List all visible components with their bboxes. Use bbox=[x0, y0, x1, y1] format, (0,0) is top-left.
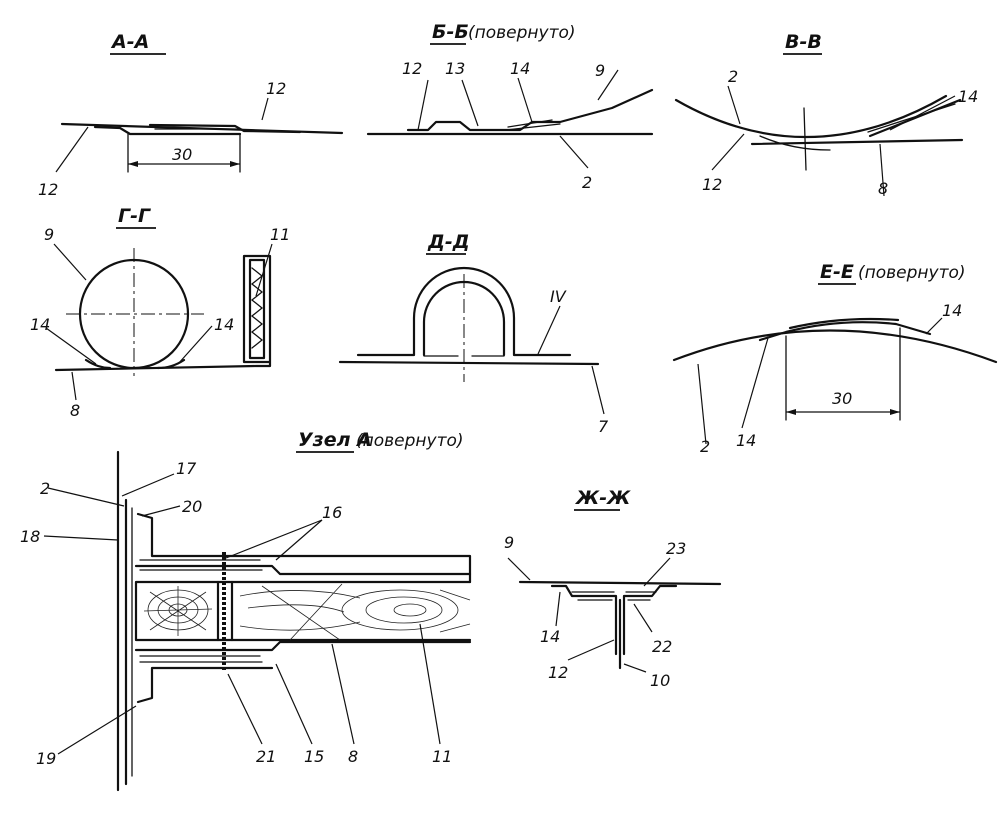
section-bb-title: Б-Б bbox=[432, 21, 469, 43]
label-node-11: 11 bbox=[432, 747, 452, 766]
section-zhzh: Ж-Ж 9 23 14 22 12 10 bbox=[504, 487, 722, 690]
label-bb-12: 12 bbox=[402, 59, 422, 78]
label-gg-9: 9 bbox=[44, 225, 54, 244]
label-bb-13: 13 bbox=[445, 59, 465, 78]
label-node-16: 16 bbox=[322, 503, 342, 522]
label-vv-14: 14 bbox=[958, 87, 978, 106]
section-ee-subtitle: (повернуто) bbox=[858, 263, 966, 283]
label-gg-14-right: 14 bbox=[214, 315, 234, 334]
section-gg: Г-Г 9 11 14 14 8 bbox=[30, 205, 290, 420]
label-node-20: 20 bbox=[182, 497, 202, 516]
section-zhzh-title: Ж-Ж bbox=[574, 487, 631, 509]
section-gg-title: Г-Г bbox=[118, 205, 151, 227]
label-gg-14-left: 14 bbox=[30, 315, 50, 334]
label-zhzh-9: 9 bbox=[504, 533, 514, 552]
label-aa-12-bottom: 12 bbox=[38, 180, 58, 199]
section-bb: Б-Б (повернуто) 12 13 14 9 2 bbox=[366, 21, 654, 192]
label-zhzh-22: 22 bbox=[652, 637, 672, 656]
label-vv-12: 12 bbox=[702, 175, 722, 194]
label-vv-2: 2 bbox=[728, 67, 738, 86]
label-ee-14-bottom: 14 bbox=[736, 431, 756, 450]
section-bb-subtitle: (повернуто) bbox=[468, 23, 576, 43]
dim-aa-30: 30 bbox=[172, 145, 192, 164]
label-node-18: 18 bbox=[20, 527, 40, 546]
label-bb-2: 2 bbox=[582, 173, 592, 192]
section-ee-title: Е-Е bbox=[820, 261, 854, 283]
label-vv-8: 8 bbox=[878, 179, 888, 198]
label-node-8: 8 bbox=[348, 747, 358, 766]
label-gg-8: 8 bbox=[70, 401, 80, 420]
section-vv-title: В-В bbox=[785, 31, 822, 53]
label-zhzh-23: 23 bbox=[666, 539, 686, 558]
section-vv: В-В 2 14 12 8 bbox=[674, 31, 978, 198]
label-zhzh-12: 12 bbox=[548, 663, 568, 682]
section-aa: А-А 12 12 30 bbox=[38, 31, 344, 199]
label-zhzh-10: 10 bbox=[650, 671, 670, 690]
label-gg-11: 11 bbox=[270, 225, 290, 244]
label-node-15: 15 bbox=[304, 747, 324, 766]
node-a-subtitle: (повернуто) bbox=[356, 431, 464, 451]
label-aa-12-top: 12 bbox=[266, 79, 286, 98]
node-a-title: Узел А bbox=[298, 429, 372, 451]
label-dd-7: 7 bbox=[598, 417, 609, 436]
label-bb-14: 14 bbox=[510, 59, 530, 78]
label-dd-iv: IV bbox=[550, 287, 567, 306]
detail-node-a: Узел А (повернуто) bbox=[20, 429, 472, 792]
label-node-2: 2 bbox=[40, 479, 50, 498]
label-bb-9: 9 bbox=[595, 61, 605, 80]
label-node-17: 17 bbox=[176, 459, 197, 478]
label-ee-2: 2 bbox=[700, 437, 710, 456]
dim-ee-30: 30 bbox=[832, 389, 852, 408]
label-zhzh-14: 14 bbox=[540, 627, 560, 646]
section-aa-title: А-А bbox=[110, 31, 149, 53]
label-ee-14-top: 14 bbox=[942, 301, 962, 320]
section-dd: Д-Д IV 7 bbox=[338, 231, 609, 436]
section-dd-title: Д-Д bbox=[427, 231, 470, 253]
section-ee: Е-Е (повернуто) 14 2 14 30 bbox=[672, 261, 998, 456]
label-node-21: 21 bbox=[256, 747, 276, 766]
label-node-19: 19 bbox=[36, 749, 56, 768]
